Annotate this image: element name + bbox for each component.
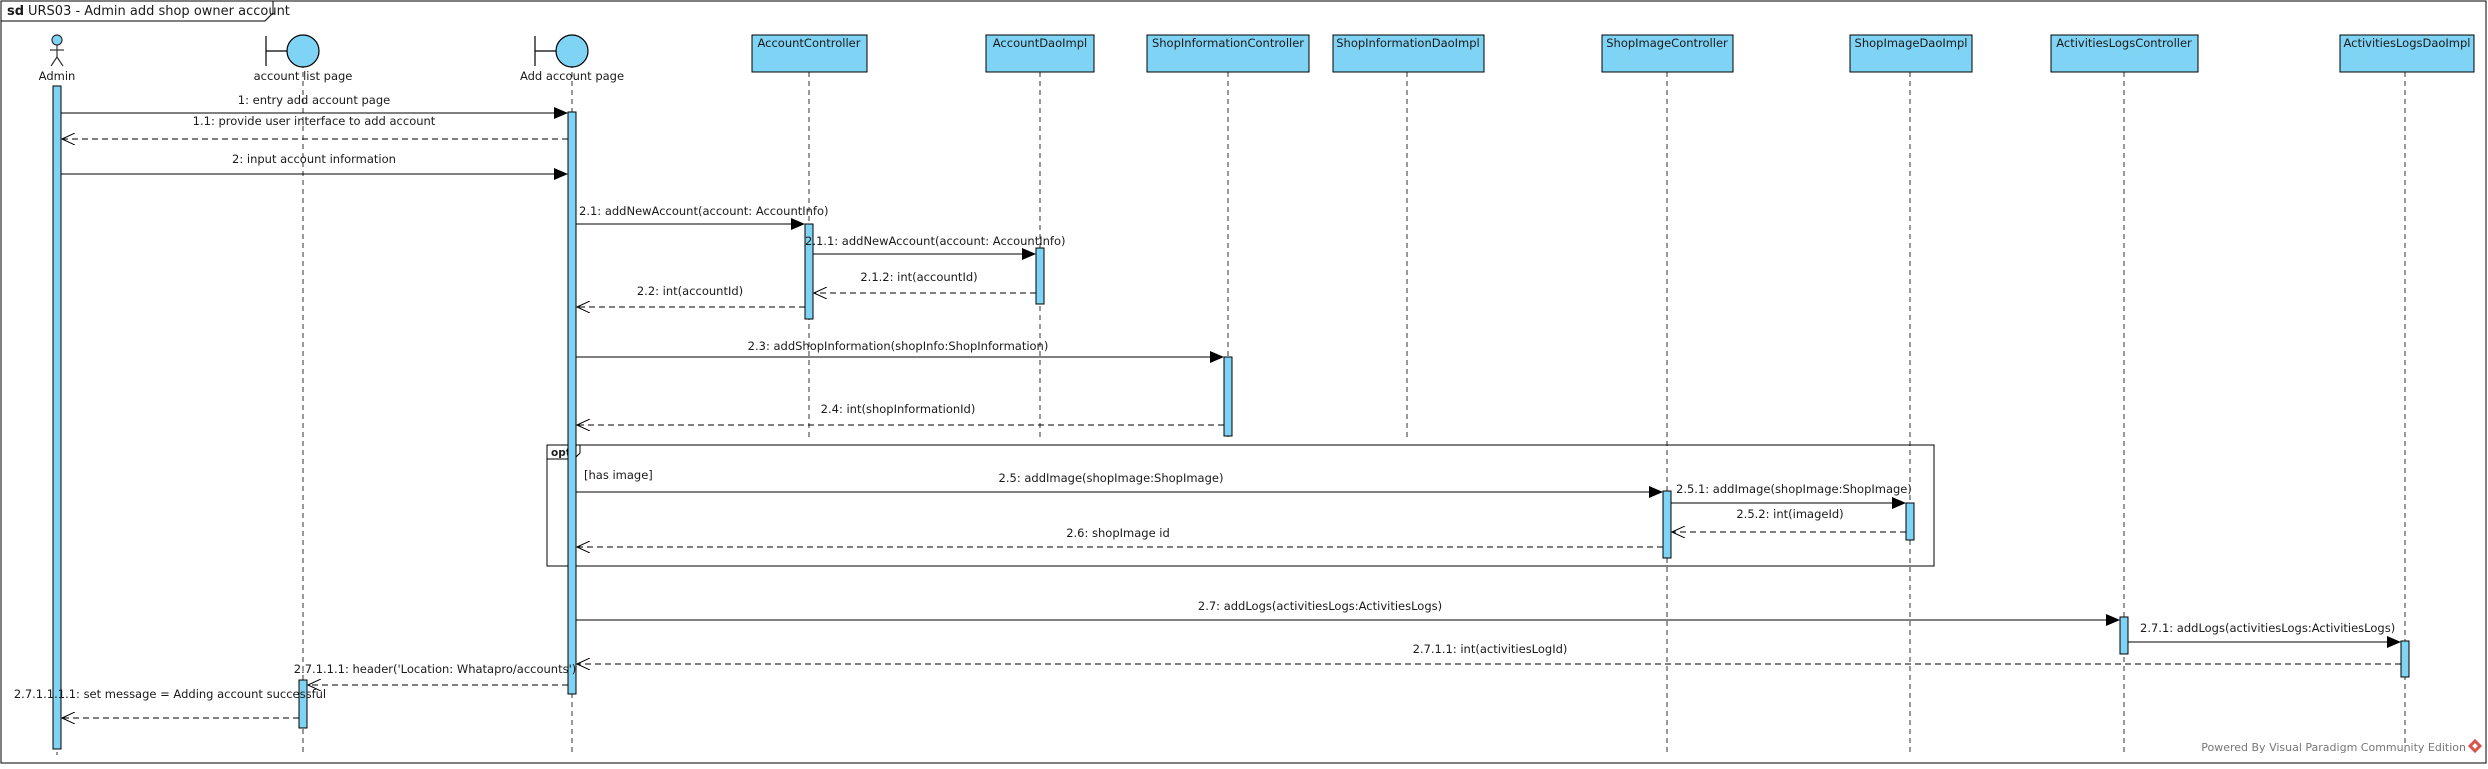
activation-account-dao [1035,247,1045,305]
frame-keyword: sd [7,4,24,19]
lifeline-label-account-controller: AccountController [757,36,860,50]
message-2-1-2: 2.1.2: int(accountId) [814,270,1036,293]
lifeline-shop-info-controller: ShopInformationController [1146,34,1310,73]
diagram-title: URS03 - Admin add shop owner account [28,4,290,19]
message-label: 2.5.1: addImage(shopImage:ShopImage) [1676,482,1912,496]
lifeline-label-logs-controller: ActivitiesLogsController [2056,36,2192,50]
message-label: 2.6: shopImage id [1066,526,1170,540]
message-2-7-1-1: 2.7.1.1: int(activitiesLogId) [577,642,2401,664]
message-label: 2.3: addShopInformation(shopInfo:ShopInf… [748,339,1049,353]
message-2-2: 2.2: int(accountId) [577,284,805,307]
lifeline-shop-image-dao: ShopImageDaoImpl [1849,34,1973,73]
fragment-operator: opt [551,447,571,459]
message-label: 2: input account information [232,152,396,166]
fragment-guard: [has image] [584,468,653,482]
message-2-3: 2.3: addShopInformation(shopInfo:ShopInf… [576,339,1224,363]
message-2-5-1: 2.5.1: addImage(shopImage:ShopImage) [1671,482,1912,509]
message-2-7-1-1-1: 2.7.1.1.1: header('Location: Whatapro/ac… [294,662,576,685]
activation-account-controller [804,223,814,320]
actor-icon [50,34,64,67]
activations [52,85,2410,750]
lifeline-account-list-page: account list page [254,34,353,83]
footer-text: Powered By Visual Paradigm Community Edi… [2201,741,2466,754]
message-label: 2.5: addImage(shopImage:ShopImage) [999,471,1224,485]
activation-shop-image-dao [1905,502,1915,541]
activation-add-account [567,111,577,695]
message-label: 2.4: int(shopInformationId) [821,402,976,416]
message-2-1-1: 2.1.1: addNewAccount(account: AccountInf… [805,234,1065,260]
lifeline-logs-controller: ActivitiesLogsController [2050,34,2199,73]
messages: 1: entry add account page 1.1: provide u… [14,93,2401,718]
boundary-icon [534,34,589,68]
message-2-5-2: 2.5.2: int(imageId) [1672,507,1906,532]
message-label: 2.2: int(accountId) [637,284,743,298]
visual-paradigm-logo-icon [2467,738,2483,754]
activation-shop-info-controller [1223,356,1233,437]
message-2-7-1: 2.7.1: addLogs(activitiesLogs:Activities… [2128,621,2401,648]
message-label: 2.7.1.1: int(activitiesLogId) [1413,642,1568,656]
message-1: 1: entry add account page [61,93,568,119]
footer: Powered By Visual Paradigm Community Edi… [2201,738,2483,754]
activation-admin [52,85,62,750]
message-label: 2.1.1: addNewAccount(account: AccountInf… [805,234,1065,248]
message-2-6: 2.6: shopImage id [577,526,1663,547]
message-2-4: 2.4: int(shopInformationId) [577,402,1224,425]
activation-logs-controller [2119,616,2129,655]
lifeline-label-add-account: Add account page [520,69,624,83]
message-label: 1: entry add account page [238,93,390,107]
lifeline-account-dao: AccountDaoImpl [985,34,1095,73]
lifeline-add-account-page: Add account page [520,34,624,83]
lifeline-logs-dao: ActivitiesLogsDaoImpl [2339,34,2475,73]
boundary-icon [265,34,320,68]
activation-account-list [298,679,308,729]
message-label: 2.1.2: int(accountId) [860,270,977,284]
lifeline-label-logs-dao: ActivitiesLogsDaoImpl [2343,36,2470,50]
message-label: 2.5.2: int(imageId) [1736,507,1843,521]
lifeline-shop-info-dao: ShopInformationDaoImpl [1332,34,1485,73]
message-2-1: 2.1: addNewAccount(account: AccountInfo) [576,204,829,230]
message-label: 2.7.1.1.1.1: set message = Adding accoun… [14,687,326,701]
message-label: 2.7.1: addLogs(activitiesLogs:Activities… [2140,621,2395,635]
opt-fragment: opt [has image] [546,444,1935,567]
message-2-5: 2.5: addImage(shopImage:ShopImage) [576,471,1663,498]
activation-logs-dao [2400,640,2410,678]
activation-shop-image-controller [1662,490,1672,559]
lifeline-admin: Admin [39,34,76,83]
message-label: 1.1: provide user interface to add accou… [193,114,436,128]
lifeline-label-shop-image-dao: ShopImageDaoImpl [1855,36,1968,50]
message-2-7-1-1-1-1: 2.7.1.1.1.1: set message = Adding accoun… [14,687,326,718]
lifeline-shop-image-controller: ShopImageController [1601,34,1734,73]
message-1-1: 1.1: provide user interface to add accou… [62,114,568,139]
message-label: 2.1: addNewAccount(account: AccountInfo) [579,204,829,218]
message-2: 2: input account information [61,152,568,180]
lifeline-label-account-dao: AccountDaoImpl [993,36,1087,50]
lifeline-label-admin: Admin [39,69,76,83]
lifeline-label-shop-info-controller: ShopInformationController [1152,36,1304,50]
message-label: 2.7.1.1.1: header('Location: Whatapro/ac… [294,662,576,676]
lifeline-label-shop-image-controller: ShopImageController [1606,36,1728,50]
lifeline-account-controller: AccountController [751,34,868,73]
lifeline-label-shop-info-dao: ShopInformationDaoImpl [1336,36,1480,50]
message-label: 2.7: addLogs(activitiesLogs:ActivitiesLo… [1198,599,1442,613]
lifeline-label-account-list: account list page [254,69,353,83]
message-2-7: 2.7: addLogs(activitiesLogs:ActivitiesLo… [576,599,2120,626]
